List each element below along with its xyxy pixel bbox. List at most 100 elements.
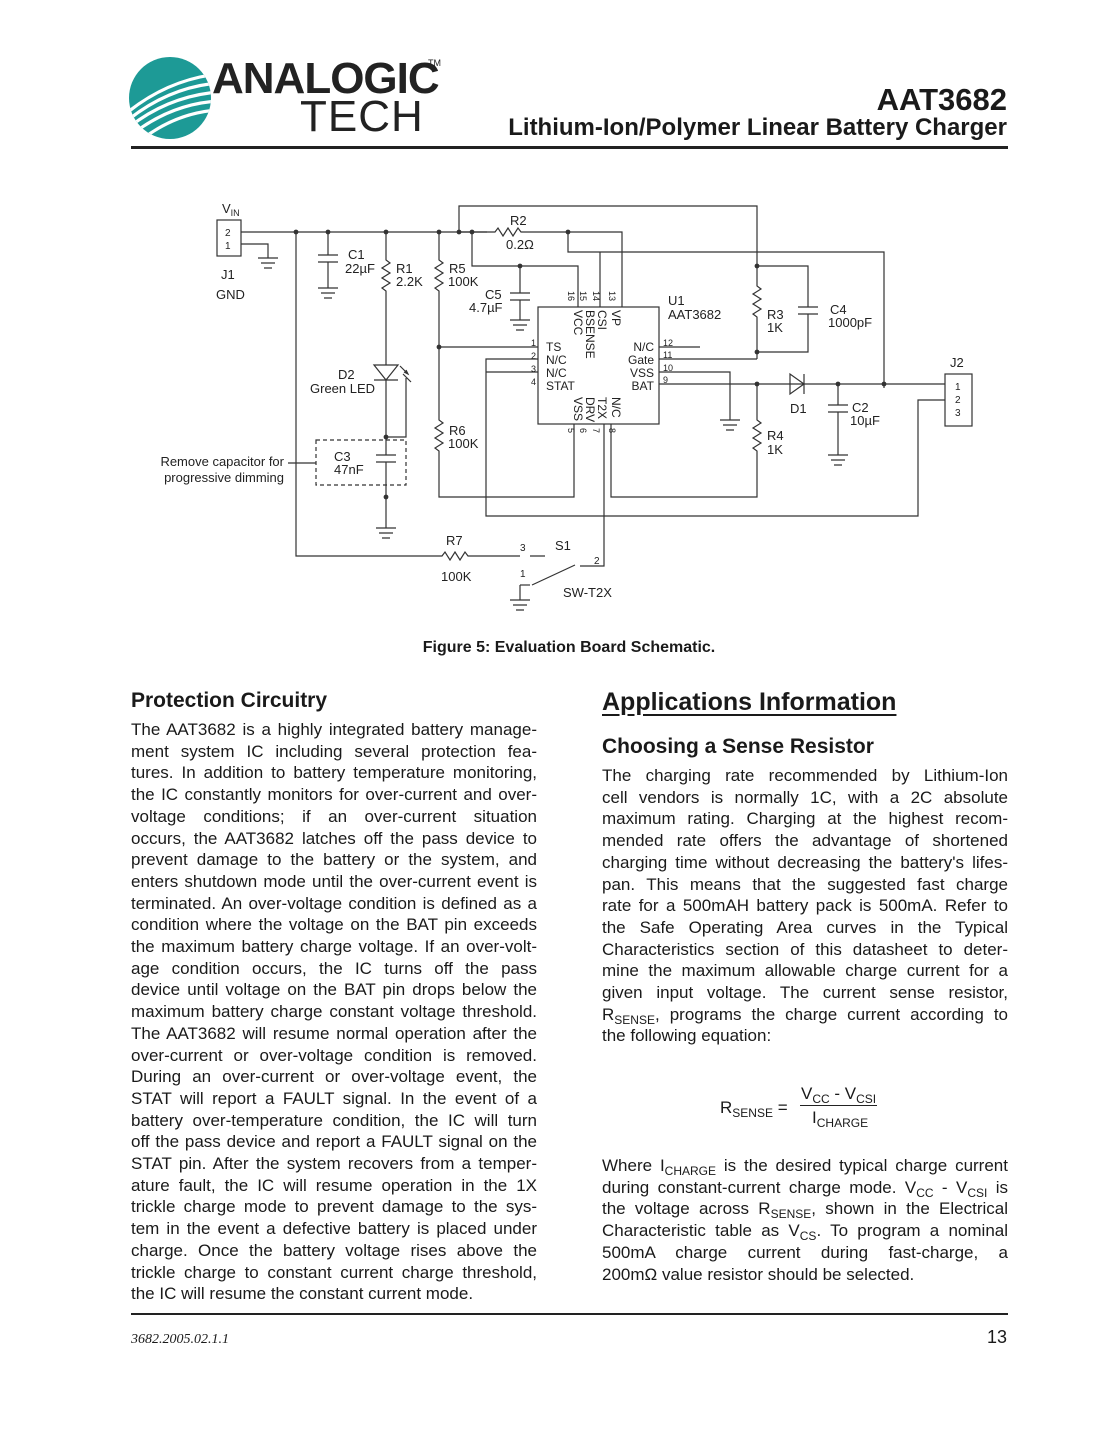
- protection-text-line: occurs, the AAT3682 latches off the pass…: [131, 828, 537, 848]
- u1-pin-num-12: 12: [663, 338, 673, 348]
- label-r3: R3: [767, 307, 784, 322]
- sense-resistor-text-line: The charging rate recommended by Lithium…: [602, 766, 1008, 785]
- protection-text-line: condition where the voltage on the BAT p…: [131, 915, 537, 935]
- logo-swoosh-icon: [129, 57, 211, 139]
- u1-pin-t2x: T2X: [595, 397, 609, 419]
- protection-text-line: enters shutdown mode until the over-curr…: [131, 871, 537, 891]
- u1-pin-num-10: 10: [663, 363, 673, 373]
- protection-text-line: STAT will report a FAULT signal. In the …: [131, 1088, 537, 1108]
- heading-applications-information: Applications Information: [602, 688, 897, 716]
- j1-pin-1: 1: [225, 241, 231, 252]
- protection-text-line: STAT pin. After the system recovers from…: [131, 1154, 537, 1174]
- u1-pin-bsense: BSENSE: [583, 310, 597, 359]
- u1-pin-csi: CSI: [595, 310, 609, 330]
- label-s1: S1: [555, 538, 571, 553]
- u1-pin-nc2: N/C: [546, 353, 567, 367]
- label-d1: D1: [790, 401, 807, 416]
- label-r7: R7: [446, 533, 463, 548]
- label-r7-value: 100K: [441, 569, 472, 584]
- s1-pin-1: 1: [520, 569, 526, 580]
- sense-resistor-paragraph-2: Where ICHARGE is the desired typical cha…: [602, 1156, 1009, 1284]
- protection-text-line: The AAT3682 will resume normal operation…: [131, 1023, 537, 1043]
- u1-pin-drv: DRV: [583, 397, 597, 422]
- label-r5-value: 100K: [448, 274, 479, 289]
- sense-resistor-text-line: the Safe Operating Area curves in the Ty…: [602, 917, 1008, 937]
- s1-pin-3: 3: [520, 543, 526, 554]
- label-c3: C3: [334, 449, 351, 464]
- protection-paragraph: The AAT3682 is a highly integrated batte…: [131, 719, 537, 1305]
- u1-pin-num-4: 4: [531, 377, 536, 387]
- u1-pin-num-7: 7: [591, 428, 601, 433]
- sense-resistor-text-line: maximum rating. Charging at the highest …: [602, 809, 1008, 829]
- label-j2: J2: [950, 355, 964, 370]
- figure-caption: Figure 5: Evaluation Board Schematic.: [422, 639, 716, 656]
- sense-resistor-text-line: cell vendors is normally 1C, with a 2C a…: [602, 787, 1008, 807]
- j2-pin-3: 3: [955, 408, 961, 419]
- protection-text-line: off the pass device and report a FAULT s…: [131, 1132, 537, 1152]
- label-c1: C1: [348, 247, 365, 262]
- protection-text-line: ature fault, the IC will resume operatio…: [131, 1175, 537, 1195]
- sense-resistor-paragraph: The charging rate recommended by Lithium…: [602, 765, 1008, 1047]
- logo-trademark: TM: [428, 58, 441, 68]
- label-s1-value: SW-T2X: [563, 585, 612, 600]
- protection-text-line: voltage conditions; if an over-current s…: [131, 806, 537, 826]
- header-rule: [131, 146, 1008, 149]
- u1-pin-gate: Gate: [628, 353, 654, 367]
- label-r6: R6: [449, 423, 466, 438]
- u1-pin-vss10: VSS: [630, 366, 654, 380]
- label-r6-value: 100K: [448, 436, 479, 451]
- u1-pin-ts: TS: [546, 340, 561, 354]
- label-vin: VIN: [222, 201, 240, 218]
- protection-text-line: charge. Once the battery voltage rises a…: [131, 1240, 537, 1260]
- c3-note-line1: Remove capacitor for: [160, 454, 284, 469]
- u1-pin-num-13: 13: [607, 291, 617, 301]
- u1-pin-bat: BAT: [632, 379, 655, 393]
- protection-text-line: over-current or over-voltage condition i…: [131, 1045, 537, 1065]
- label-r5: R5: [449, 261, 466, 276]
- rsense-line: RSENSE, programs the charge current acco…: [602, 1004, 1008, 1027]
- label-c5-value: 4.7µF: [469, 300, 503, 315]
- u1-pin-num-14: 14: [591, 291, 601, 301]
- label-r4: R4: [767, 428, 784, 443]
- sense-resistor-text-line: pan. This means that the suggested fast …: [602, 874, 1008, 894]
- label-c4: C4: [830, 302, 847, 317]
- j2-pin-1: 1: [955, 382, 961, 393]
- label-c2: C2: [852, 400, 869, 415]
- footer-document-code: 3682.2005.02.1.1: [131, 1332, 229, 1347]
- protection-text-line: the maximum battery charge voltage. If a…: [131, 937, 537, 957]
- label-j1: J1: [221, 267, 235, 282]
- equation-intro-line: the following equation:: [602, 1026, 772, 1046]
- document-subtitle: Lithium-Ion/Polymer Linear Battery Charg…: [508, 114, 1007, 141]
- u1-pin-vss5: VSS: [571, 397, 585, 421]
- u1-pin-num-8: 8: [607, 428, 617, 433]
- sense-resistor-text-line: mine the maximum allowable charge curren…: [602, 961, 1008, 981]
- j2-pin-2: 2: [955, 395, 961, 406]
- u1-pin-num-15: 15: [578, 291, 588, 301]
- sense-resistor-text-line: rate for a 500mAH battery pack is 500mA.…: [602, 896, 1008, 916]
- sense-resistor-text-line: mended rate offers the advantage of shor…: [602, 831, 1008, 851]
- u1-pin-vp: VP: [609, 310, 623, 326]
- page-number: 13: [986, 1327, 1007, 1347]
- protection-text-line: maximum battery charge constant voltage …: [131, 1002, 537, 1022]
- u1-pin-nc12: N/C: [633, 340, 654, 354]
- label-gnd: GND: [216, 287, 245, 302]
- u1-pin-num-1: 1: [531, 338, 536, 348]
- protection-text-line: tem in the event a defective battery is …: [131, 1219, 537, 1239]
- label-u1-value: AAT3682: [668, 307, 721, 322]
- rsense-equation: RSENSE = VCC - VCSI ICHARGE: [720, 1084, 878, 1130]
- label-d2-value: Green LED: [310, 381, 375, 396]
- logo-text-tech: TECH: [300, 92, 424, 141]
- footer-rule: [131, 1313, 1008, 1315]
- heading-protection-circuitry: Protection Circuitry: [131, 689, 328, 712]
- u1-pin-num-6: 6: [578, 428, 588, 433]
- protection-text-line: the IC will resume the constant current …: [131, 1284, 474, 1304]
- u1-pin-num-16: 16: [566, 291, 576, 301]
- heading-choosing-sense-resistor: Choosing a Sense Resistor: [602, 735, 874, 758]
- label-c5: C5: [485, 287, 502, 302]
- u1-pin-nc8: N/C: [609, 397, 623, 418]
- label-c1-value: 22µF: [345, 261, 375, 276]
- protection-text-line: trickle charge to constant current charg…: [131, 1262, 537, 1282]
- u1-pin-nc3: N/C: [546, 366, 567, 380]
- label-r2-value: 0.2Ω: [506, 237, 534, 252]
- protection-text-line: device until voltage on the BAT pin drop…: [131, 980, 537, 1000]
